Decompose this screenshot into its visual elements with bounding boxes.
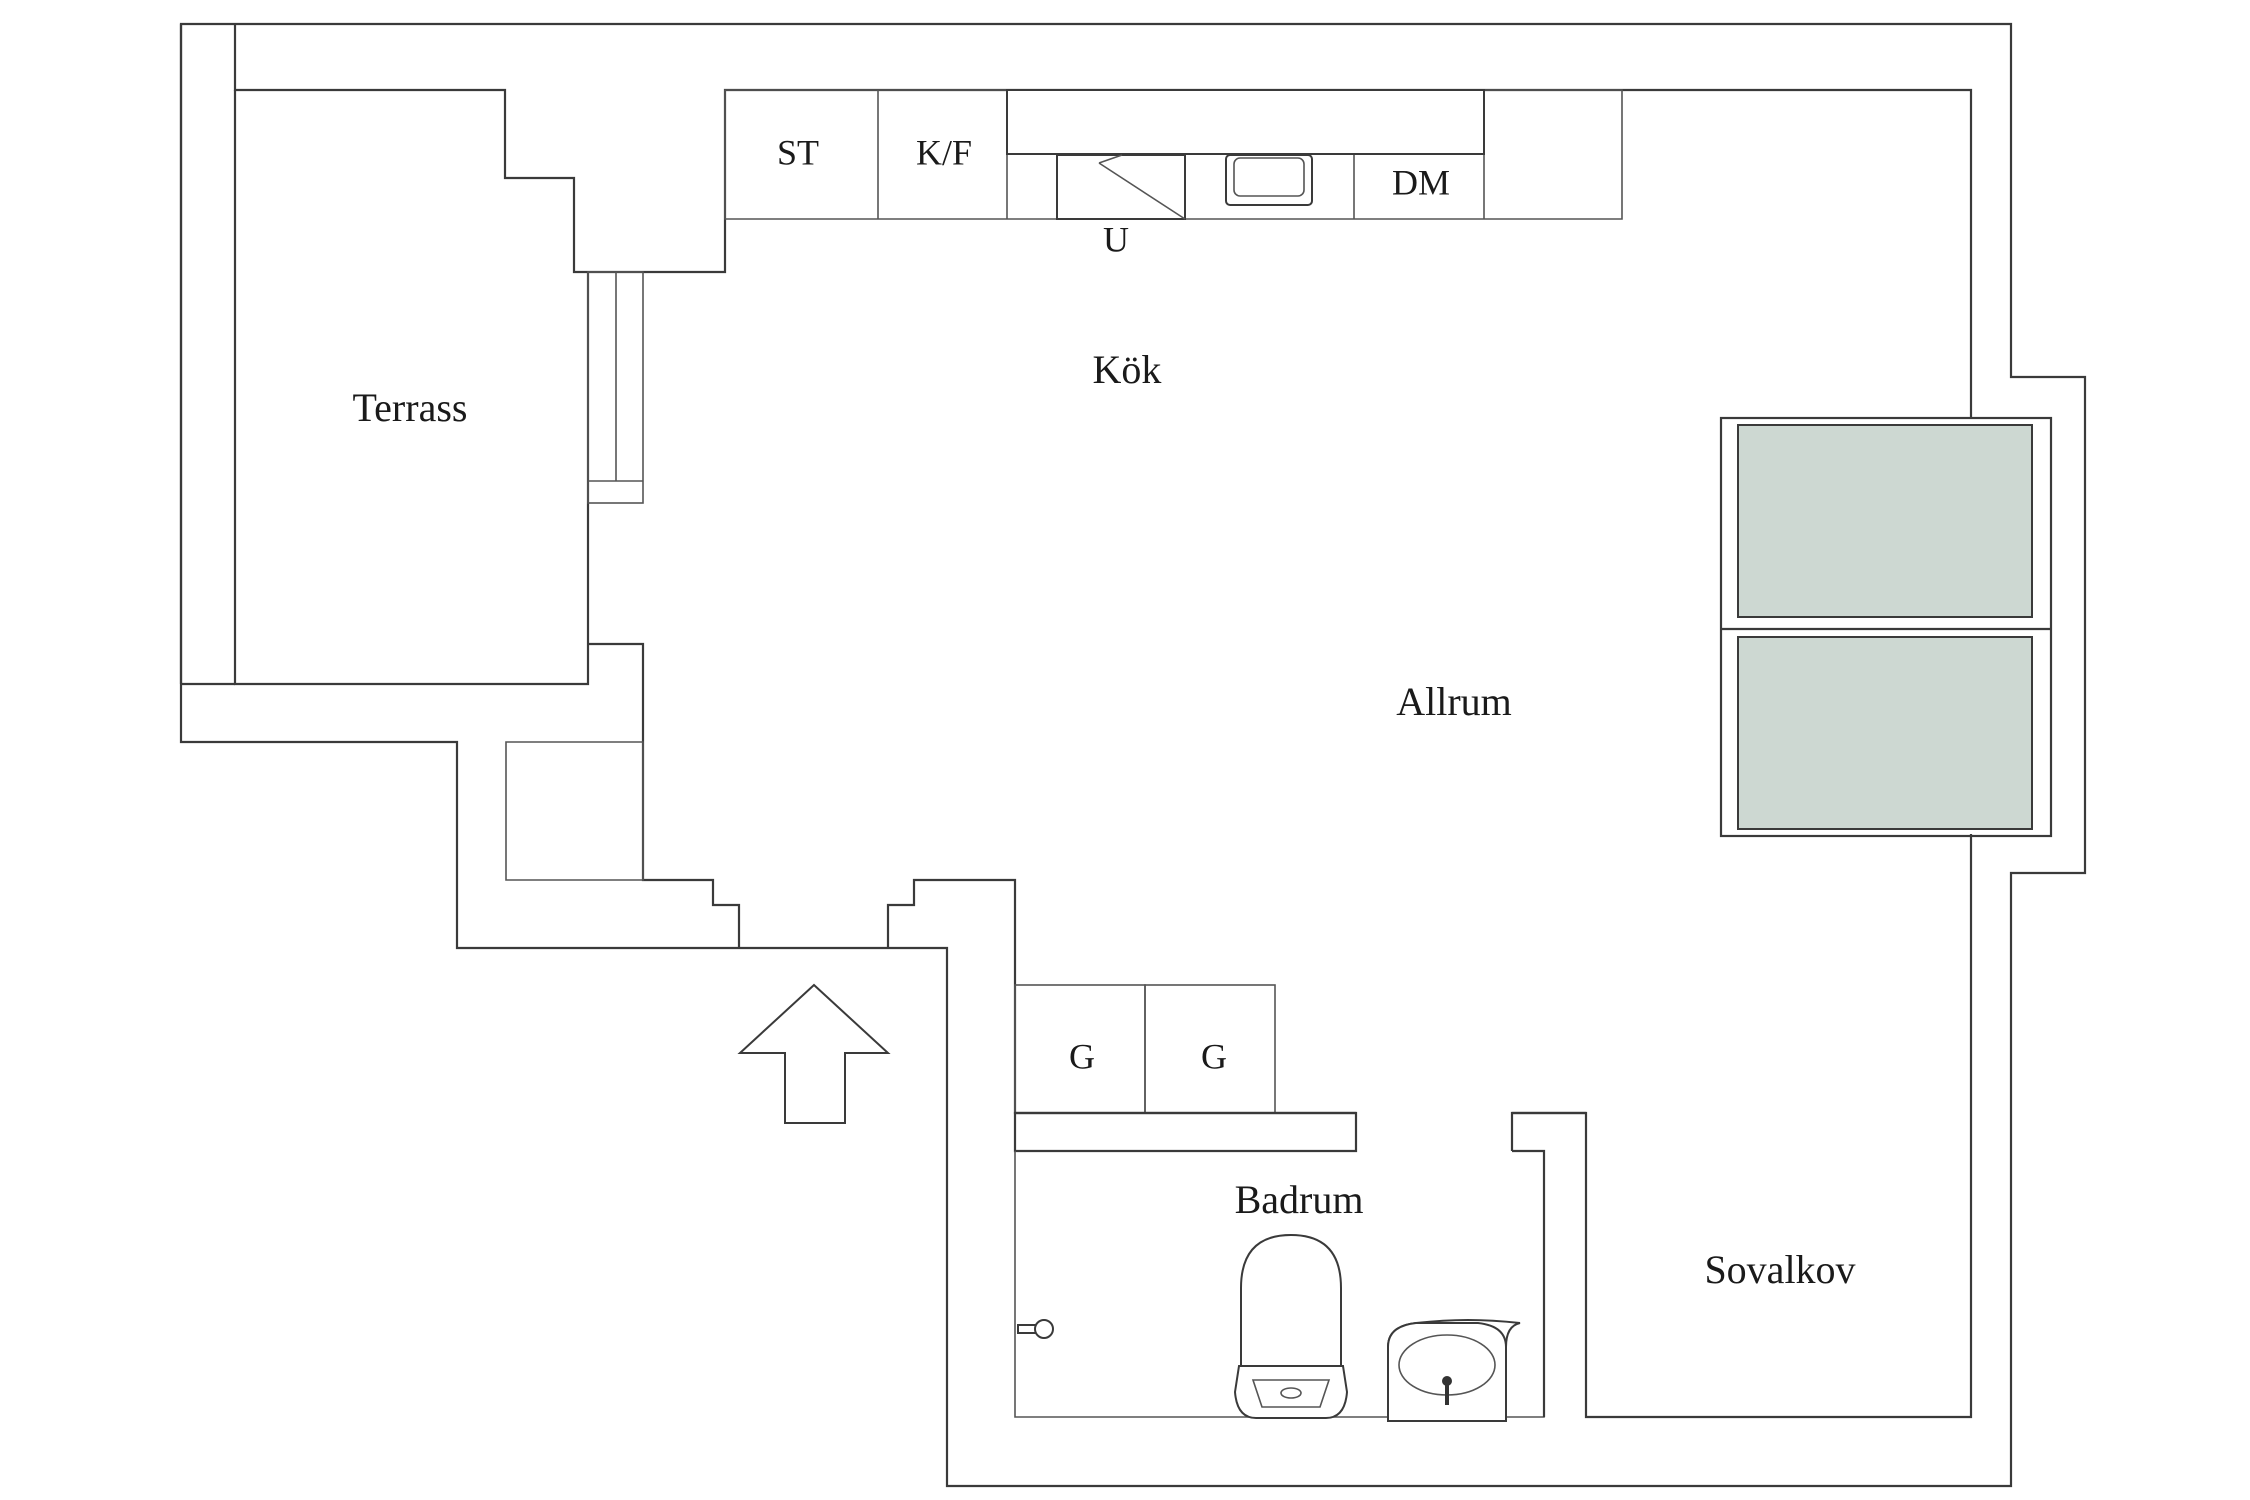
- inner-wall-right-lower: [1510, 834, 1973, 1419]
- appliance-label-st: ST: [777, 132, 819, 172]
- entrance-arrow: [737, 983, 891, 1124]
- window-frame: [1719, 416, 2053, 838]
- appliance-label-g2: G: [1201, 1036, 1227, 1076]
- appliance-label-dm: DM: [1392, 162, 1450, 202]
- kitchen-sink-basin: [1233, 157, 1305, 197]
- bathroom-right-wall: [1512, 1111, 1586, 1417]
- hall-closet: [505, 741, 644, 881]
- hall-wall-left: [588, 642, 741, 948]
- hall-wall-right: [886, 878, 1356, 1115]
- oven: [1056, 154, 1186, 220]
- outer-wall: [179, 22, 2087, 1488]
- room-label-badrum: Badrum: [1235, 1177, 1364, 1222]
- upper-cabinet: [1006, 89, 1485, 155]
- bathroom-wall: [1013, 1111, 1358, 1153]
- appliance-label-g1: G: [1069, 1036, 1095, 1076]
- room-label-allrum: Allrum: [1396, 679, 1512, 724]
- kitchen-sink: [1225, 154, 1313, 206]
- appliance-label-kf: K/F: [916, 132, 972, 172]
- window-pane-bottom: [1737, 636, 2033, 830]
- oven-door-swing: [1098, 154, 1186, 220]
- room-label-terrass: Terrass: [353, 385, 468, 430]
- washbasin: [1387, 1318, 1521, 1422]
- room-label-sovalkov: Sovalkov: [1704, 1247, 1855, 1292]
- shower-tap: [1017, 1319, 1054, 1339]
- appliance-label-u: U: [1103, 219, 1129, 259]
- toilet: [1233, 1233, 1349, 1419]
- room-label-kok: Kök: [1093, 347, 1162, 392]
- window-pane-top: [1737, 424, 2033, 618]
